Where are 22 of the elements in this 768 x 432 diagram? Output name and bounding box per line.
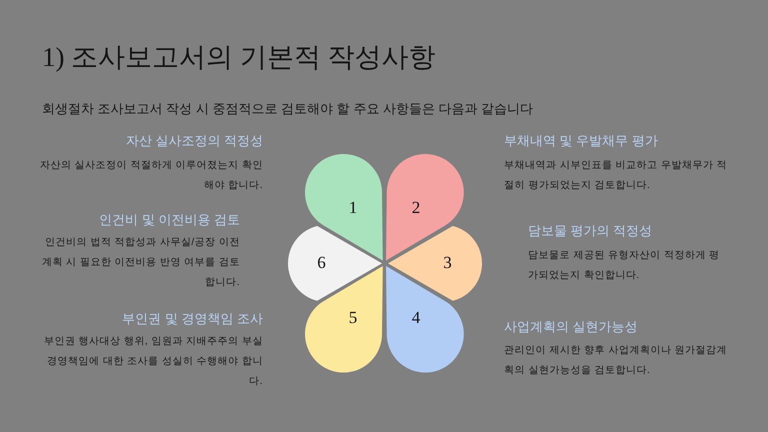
item-heading: 부인권 및 경영책임 조사 xyxy=(122,310,263,328)
flower-petal xyxy=(288,226,382,300)
item-description: 부채내역과 시부인표를 비교하고 우발채무가 적절히 평가되었는지 검토합니다. xyxy=(504,159,728,193)
slide-title: 1) 조사보고서의 기본적 작성사항 xyxy=(42,41,436,74)
petal-number: 6 xyxy=(317,254,326,272)
petal-number: 5 xyxy=(348,308,358,327)
petal-number: 4 xyxy=(412,308,420,327)
flower-petal xyxy=(388,226,482,300)
item-heading: 인건비 및 이전비용 검토 xyxy=(99,211,240,229)
item-description: 인건비의 법적 적합성과 사무실/공장 이전 계획 시 필요한 이전비용 반영 여부를 검토합니다. xyxy=(40,236,240,290)
petal-number: 1 xyxy=(348,199,358,218)
item-description: 관리인이 제시한 향후 사업계획이나 원가절감계획의 실현가능성을 검토합니다. xyxy=(504,344,728,378)
item-heading: 자산 실사조정의 적정성 xyxy=(126,132,263,150)
item-heading: 부채내역 및 우발채무 평가 xyxy=(504,132,658,150)
item-description: 부인권 행사대상 행위, 임원과 지배주주의 부실 경영책임에 대한 조사를 성실히 수행해야 합니다. xyxy=(42,335,263,389)
item-heading: 담보물 평가의 적정성 xyxy=(528,222,652,240)
intro-text: 회생절차 조사보고서 작성 시 중점적으로 검토해야 할 주요 사항들은 다음과 같습니다 xyxy=(42,100,534,118)
item-heading: 사업계획의 실현가능성 xyxy=(504,318,638,336)
item-description: 자산의 실사조정이 적절하게 이루어졌는지 확인해야 합니다. xyxy=(38,159,263,193)
item-description: 담보물로 제공된 유형자산이 적정하게 평가되었는지 확인합니다. xyxy=(528,249,721,283)
petal-number: 3 xyxy=(443,254,452,272)
petal-number: 2 xyxy=(412,199,420,218)
